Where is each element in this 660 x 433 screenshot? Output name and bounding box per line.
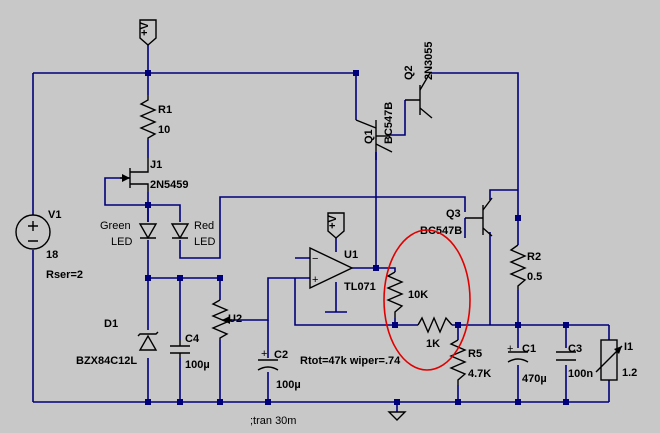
i1-current-source: I1 1.2 [595,339,637,381]
c4-name: C4 [185,333,200,345]
c2-value: 100µ [276,379,301,391]
j1-jfet: J1 2N5459 [120,158,189,192]
q1-transistor: Q1 BC547B [355,102,395,153]
led-green: Green LED [100,220,158,248]
r2-resistor: R2 0.5 [509,244,542,290]
u2-name: U2 [228,313,242,325]
r-10k-value: 10K [408,289,428,301]
wires [32,45,610,412]
supply-flag-top: +V [139,19,157,46]
led-red-label-2: LED [194,236,215,248]
q3-value: BC547B [420,225,462,237]
c1-capacitor: + C1 470µ [507,343,547,385]
q2-transistor: Q2 2N3055 [403,41,435,119]
r-10k-resistor: 10K [386,271,428,318]
c1-name: C1 [522,343,536,355]
r5-name: R5 [468,348,482,360]
i1-name: I1 [624,341,633,353]
highlight-ellipse [383,229,471,371]
r2-value: 0.5 [527,271,542,283]
c2-name: C2 [274,349,288,361]
q3-transistor: Q3 BC547B [420,197,493,237]
j1-value: 2N5459 [150,179,189,191]
r1-name: R1 [158,104,172,116]
led-green-label-1: Green [100,220,131,232]
c1-value: 470µ [522,373,547,385]
supply-flag-opamp-label: +V [327,214,339,228]
c2-capacitor: + C2 100µ [257,348,301,391]
u2-potentiometer: U2 [211,299,242,340]
c1-polarity: + [507,343,513,355]
i1-value: 1.2 [622,367,637,379]
u1-plus: + [312,274,318,286]
r-1k-value: 1K [426,338,440,350]
u1-opamp: − + U1 TL071 [309,246,376,293]
supply-flag-opamp: +V [327,212,345,239]
q3-name: Q3 [446,208,461,220]
d1-value: BZX84C12L [76,355,137,367]
d1-zener: D1 BZX84C12L [76,318,159,367]
r1-value: 10 [158,124,170,136]
v1-rser: Rser=2 [46,269,83,281]
led-green-label-2: LED [111,236,132,248]
spice-directive: ;tran 30m [250,415,296,427]
led-red-label-1: Red [194,220,214,232]
r5-value: 4.7K [468,368,491,380]
r2-name: R2 [527,251,541,263]
ground-symbol [387,411,407,421]
q2-name: Q2 [403,65,415,80]
j1-name: J1 [150,159,162,171]
c4-value: 100µ [185,359,210,371]
d1-name: D1 [104,318,118,330]
u1-minus: − [312,253,318,265]
led-red: Red LED [170,220,215,248]
v1-name: V1 [48,209,61,221]
pot-parameters: Rtot=47k wiper=.74 [300,355,401,367]
v1-voltage-source: V1 18 Rser=2 [15,209,83,281]
r-1k-resistor: 1K [417,316,453,350]
q2-value: 2N3055 [423,41,435,80]
c2-polarity: + [261,348,267,360]
u1-value: TL071 [344,281,376,293]
c3-value: 100n [568,368,593,380]
junctions [145,70,569,405]
v1-value: 18 [46,249,58,261]
supply-flag-top-label: +V [139,21,151,35]
c4-capacitor: C4 100µ [170,333,210,371]
r5-resistor: R5 4.7K [449,339,491,385]
q1-name: Q1 [363,129,375,144]
c3-capacitor: C3 100n [556,343,593,380]
c3-name: C3 [568,343,582,355]
r1-resistor: R1 10 [139,95,172,140]
q1-value: BC547B [383,102,395,144]
u1-name: U1 [344,249,358,261]
